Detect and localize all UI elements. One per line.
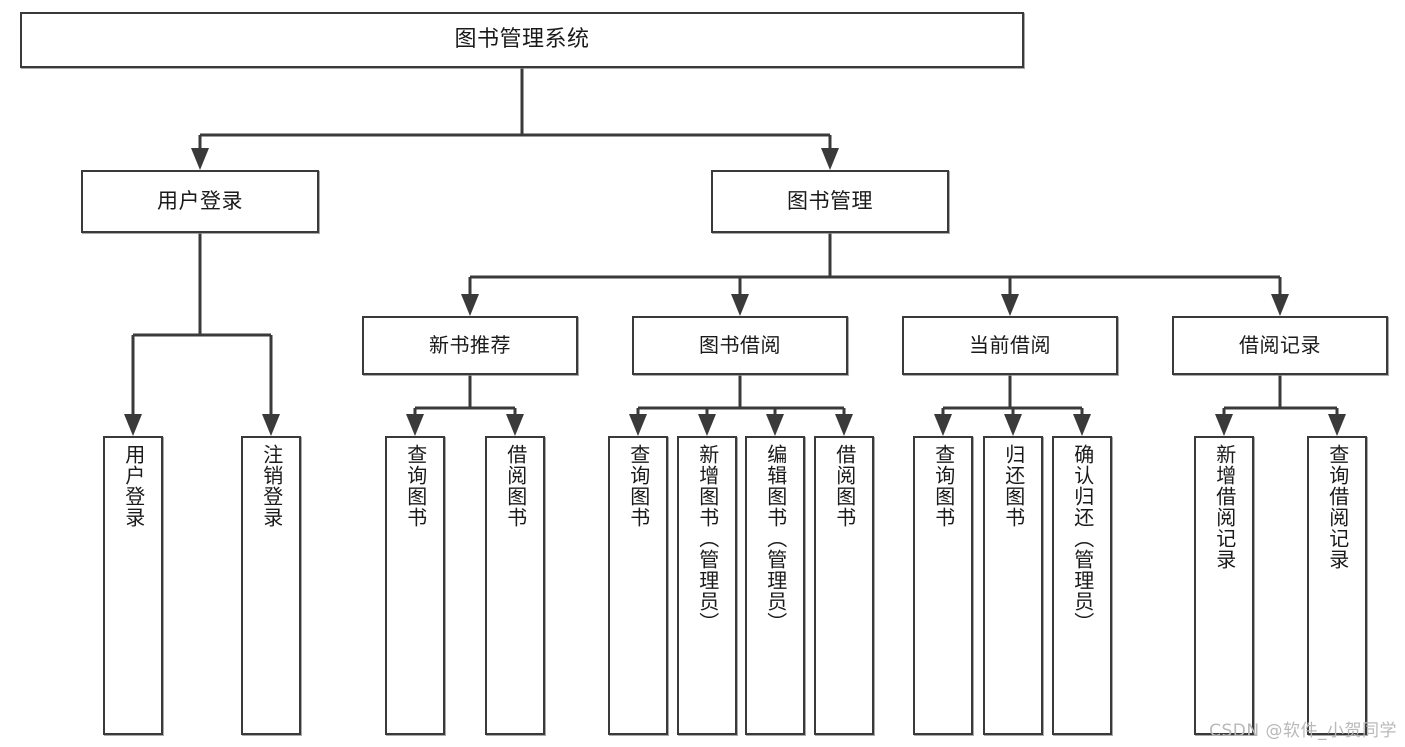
connector-arrowhead <box>461 294 479 316</box>
connector-arrowhead <box>766 414 784 436</box>
node-borrow[interactable]: 图书借阅 <box>632 316 848 375</box>
node-label: 借阅记录 <box>1239 333 1321 357</box>
connector-arrowhead <box>191 148 209 170</box>
node-label: 借阅图书 <box>503 444 528 528</box>
connector-arrowhead <box>506 414 524 436</box>
node-label: 新增图书（管理员） <box>695 444 720 633</box>
node-leaf-borrow-3[interactable]: 编辑图书（管理员） <box>745 436 805 735</box>
connector-arrowhead <box>1004 414 1022 436</box>
node-label: 新书推荐 <box>429 333 511 357</box>
node-current[interactable]: 当前借阅 <box>902 316 1118 375</box>
connector-arrowhead <box>1215 414 1233 436</box>
node-label: 查询图书 <box>403 444 428 528</box>
watermark: CSDN @软件_小贺同学 <box>1209 721 1397 741</box>
connector-arrowhead <box>406 414 424 436</box>
node-leaf-rec-2[interactable]: 查询借阅记录 <box>1307 436 1367 735</box>
connector-arrowhead <box>124 414 142 436</box>
node-label: 新增借阅记录 <box>1212 444 1237 570</box>
connector-arrowhead <box>1073 414 1091 436</box>
connector-arrowhead <box>821 148 839 170</box>
node-label: 图书管理系统 <box>454 27 590 53</box>
node-label: 借阅图书 <box>832 444 857 528</box>
connector-arrowhead <box>1328 414 1346 436</box>
node-label: 图书借阅 <box>699 333 781 357</box>
node-leaf-rec-1[interactable]: 新增借阅记录 <box>1194 436 1254 735</box>
node-leaf-cur-1[interactable]: 查询图书 <box>913 436 973 735</box>
node-label: 归还图书 <box>1001 444 1026 528</box>
node-label: 用户登录 <box>157 189 243 214</box>
node-label: 查询图书 <box>931 444 956 528</box>
connector-arrowhead <box>934 414 952 436</box>
node-label: 查询借阅记录 <box>1325 444 1350 570</box>
node-leaf-borrow-1[interactable]: 查询图书 <box>608 436 668 735</box>
node-bookmgmt[interactable]: 图书管理 <box>711 170 949 233</box>
node-root[interactable]: 图书管理系统 <box>20 12 1024 68</box>
node-label: 注销登录 <box>259 444 284 528</box>
node-leaf-borrow-4[interactable]: 借阅图书 <box>814 436 874 735</box>
node-label: 当前借阅 <box>969 333 1051 357</box>
node-label: 确认归还（管理员） <box>1070 444 1095 633</box>
node-leaf-login-2[interactable]: 注销登录 <box>241 436 301 735</box>
connector-arrowhead <box>835 414 853 436</box>
node-newbook[interactable]: 新书推荐 <box>362 316 578 375</box>
node-label: 查询图书 <box>626 444 651 528</box>
node-label: 编辑图书（管理员） <box>763 444 788 633</box>
connector-arrowhead <box>629 414 647 436</box>
node-label: 用户登录 <box>121 444 146 528</box>
connector-arrowhead <box>1001 294 1019 316</box>
node-leaf-cur-2[interactable]: 归还图书 <box>983 436 1043 735</box>
node-login[interactable]: 用户登录 <box>81 170 319 233</box>
node-records[interactable]: 借阅记录 <box>1172 316 1388 375</box>
node-leaf-new-1[interactable]: 查询图书 <box>385 436 445 735</box>
connector-arrowhead <box>731 294 749 316</box>
node-label: 图书管理 <box>787 189 873 214</box>
node-leaf-new-2[interactable]: 借阅图书 <box>485 436 545 735</box>
connector-arrowhead <box>698 414 716 436</box>
connector-arrowhead <box>262 414 280 436</box>
node-leaf-cur-3[interactable]: 确认归还（管理员） <box>1052 436 1112 735</box>
node-leaf-borrow-2[interactable]: 新增图书（管理员） <box>677 436 737 735</box>
connector-arrowhead <box>1271 294 1289 316</box>
node-leaf-login-1[interactable]: 用户登录 <box>103 436 163 735</box>
